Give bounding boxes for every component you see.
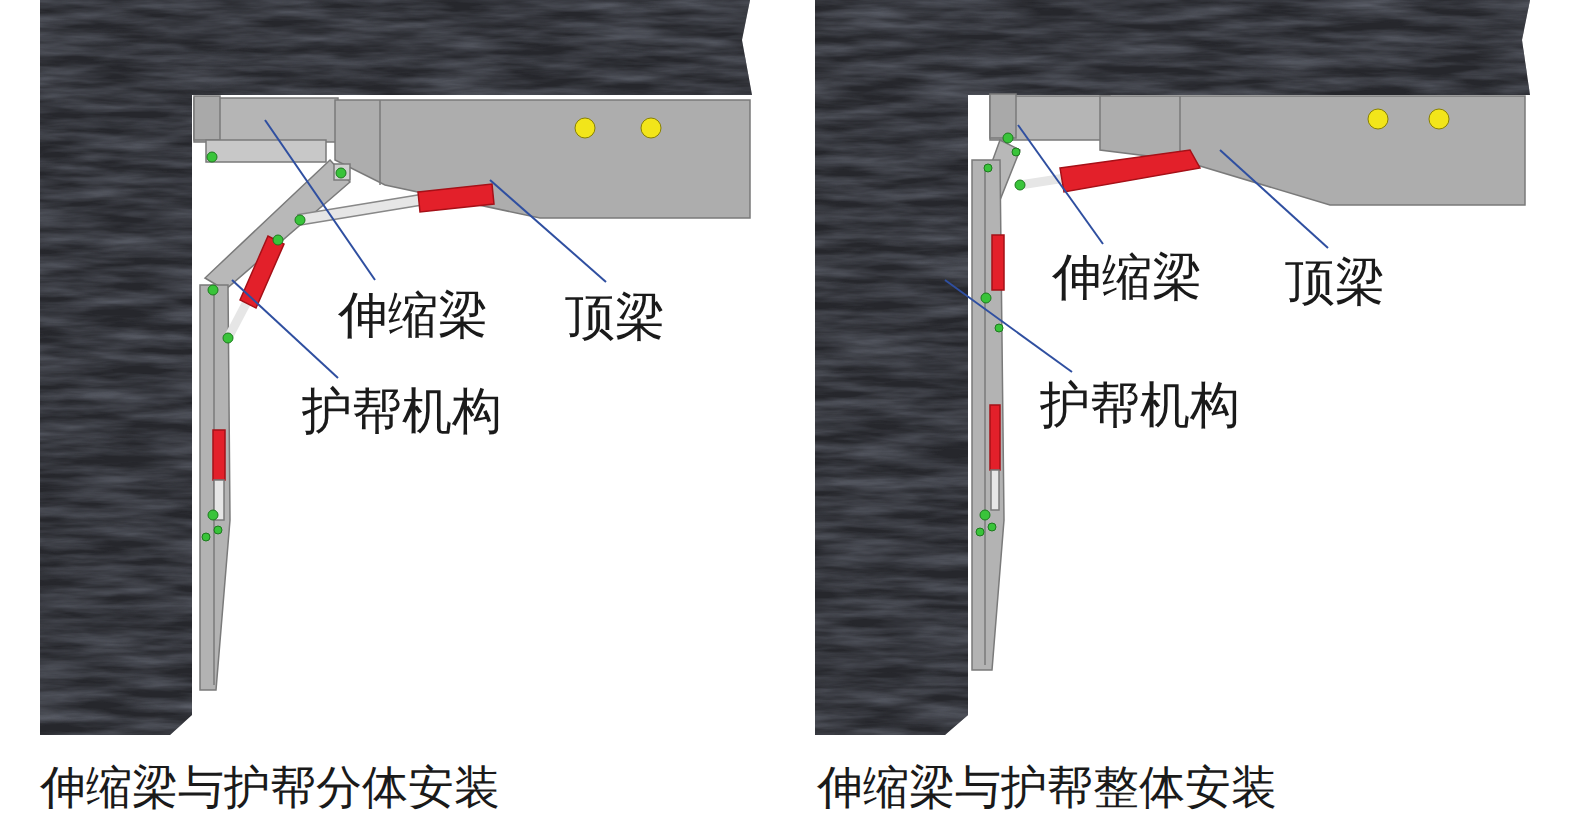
part-label: 伸缩梁 xyxy=(1052,250,1202,305)
part-label: 伸缩梁 xyxy=(338,288,488,343)
part-label: 顶梁 xyxy=(1285,255,1385,310)
caption: 伸缩梁与护帮分体安装 xyxy=(40,762,500,813)
pin-hole xyxy=(641,118,661,138)
caption: 伸缩梁与护帮整体安装 xyxy=(817,762,1277,813)
leader-line xyxy=(232,120,1328,378)
pin-joint xyxy=(202,152,346,541)
coal-seam xyxy=(815,0,1530,735)
pin-hole xyxy=(1368,109,1388,129)
pin-hole xyxy=(575,118,595,138)
part-label: 护帮机构 xyxy=(1040,378,1240,433)
pin-joint xyxy=(976,133,1025,536)
part-label: 顶梁 xyxy=(565,290,665,345)
part-label: 护帮机构 xyxy=(302,384,502,439)
coal-seam xyxy=(40,0,752,735)
support-right xyxy=(972,94,1525,670)
support-left xyxy=(194,96,750,690)
pin-hole xyxy=(1429,109,1449,129)
